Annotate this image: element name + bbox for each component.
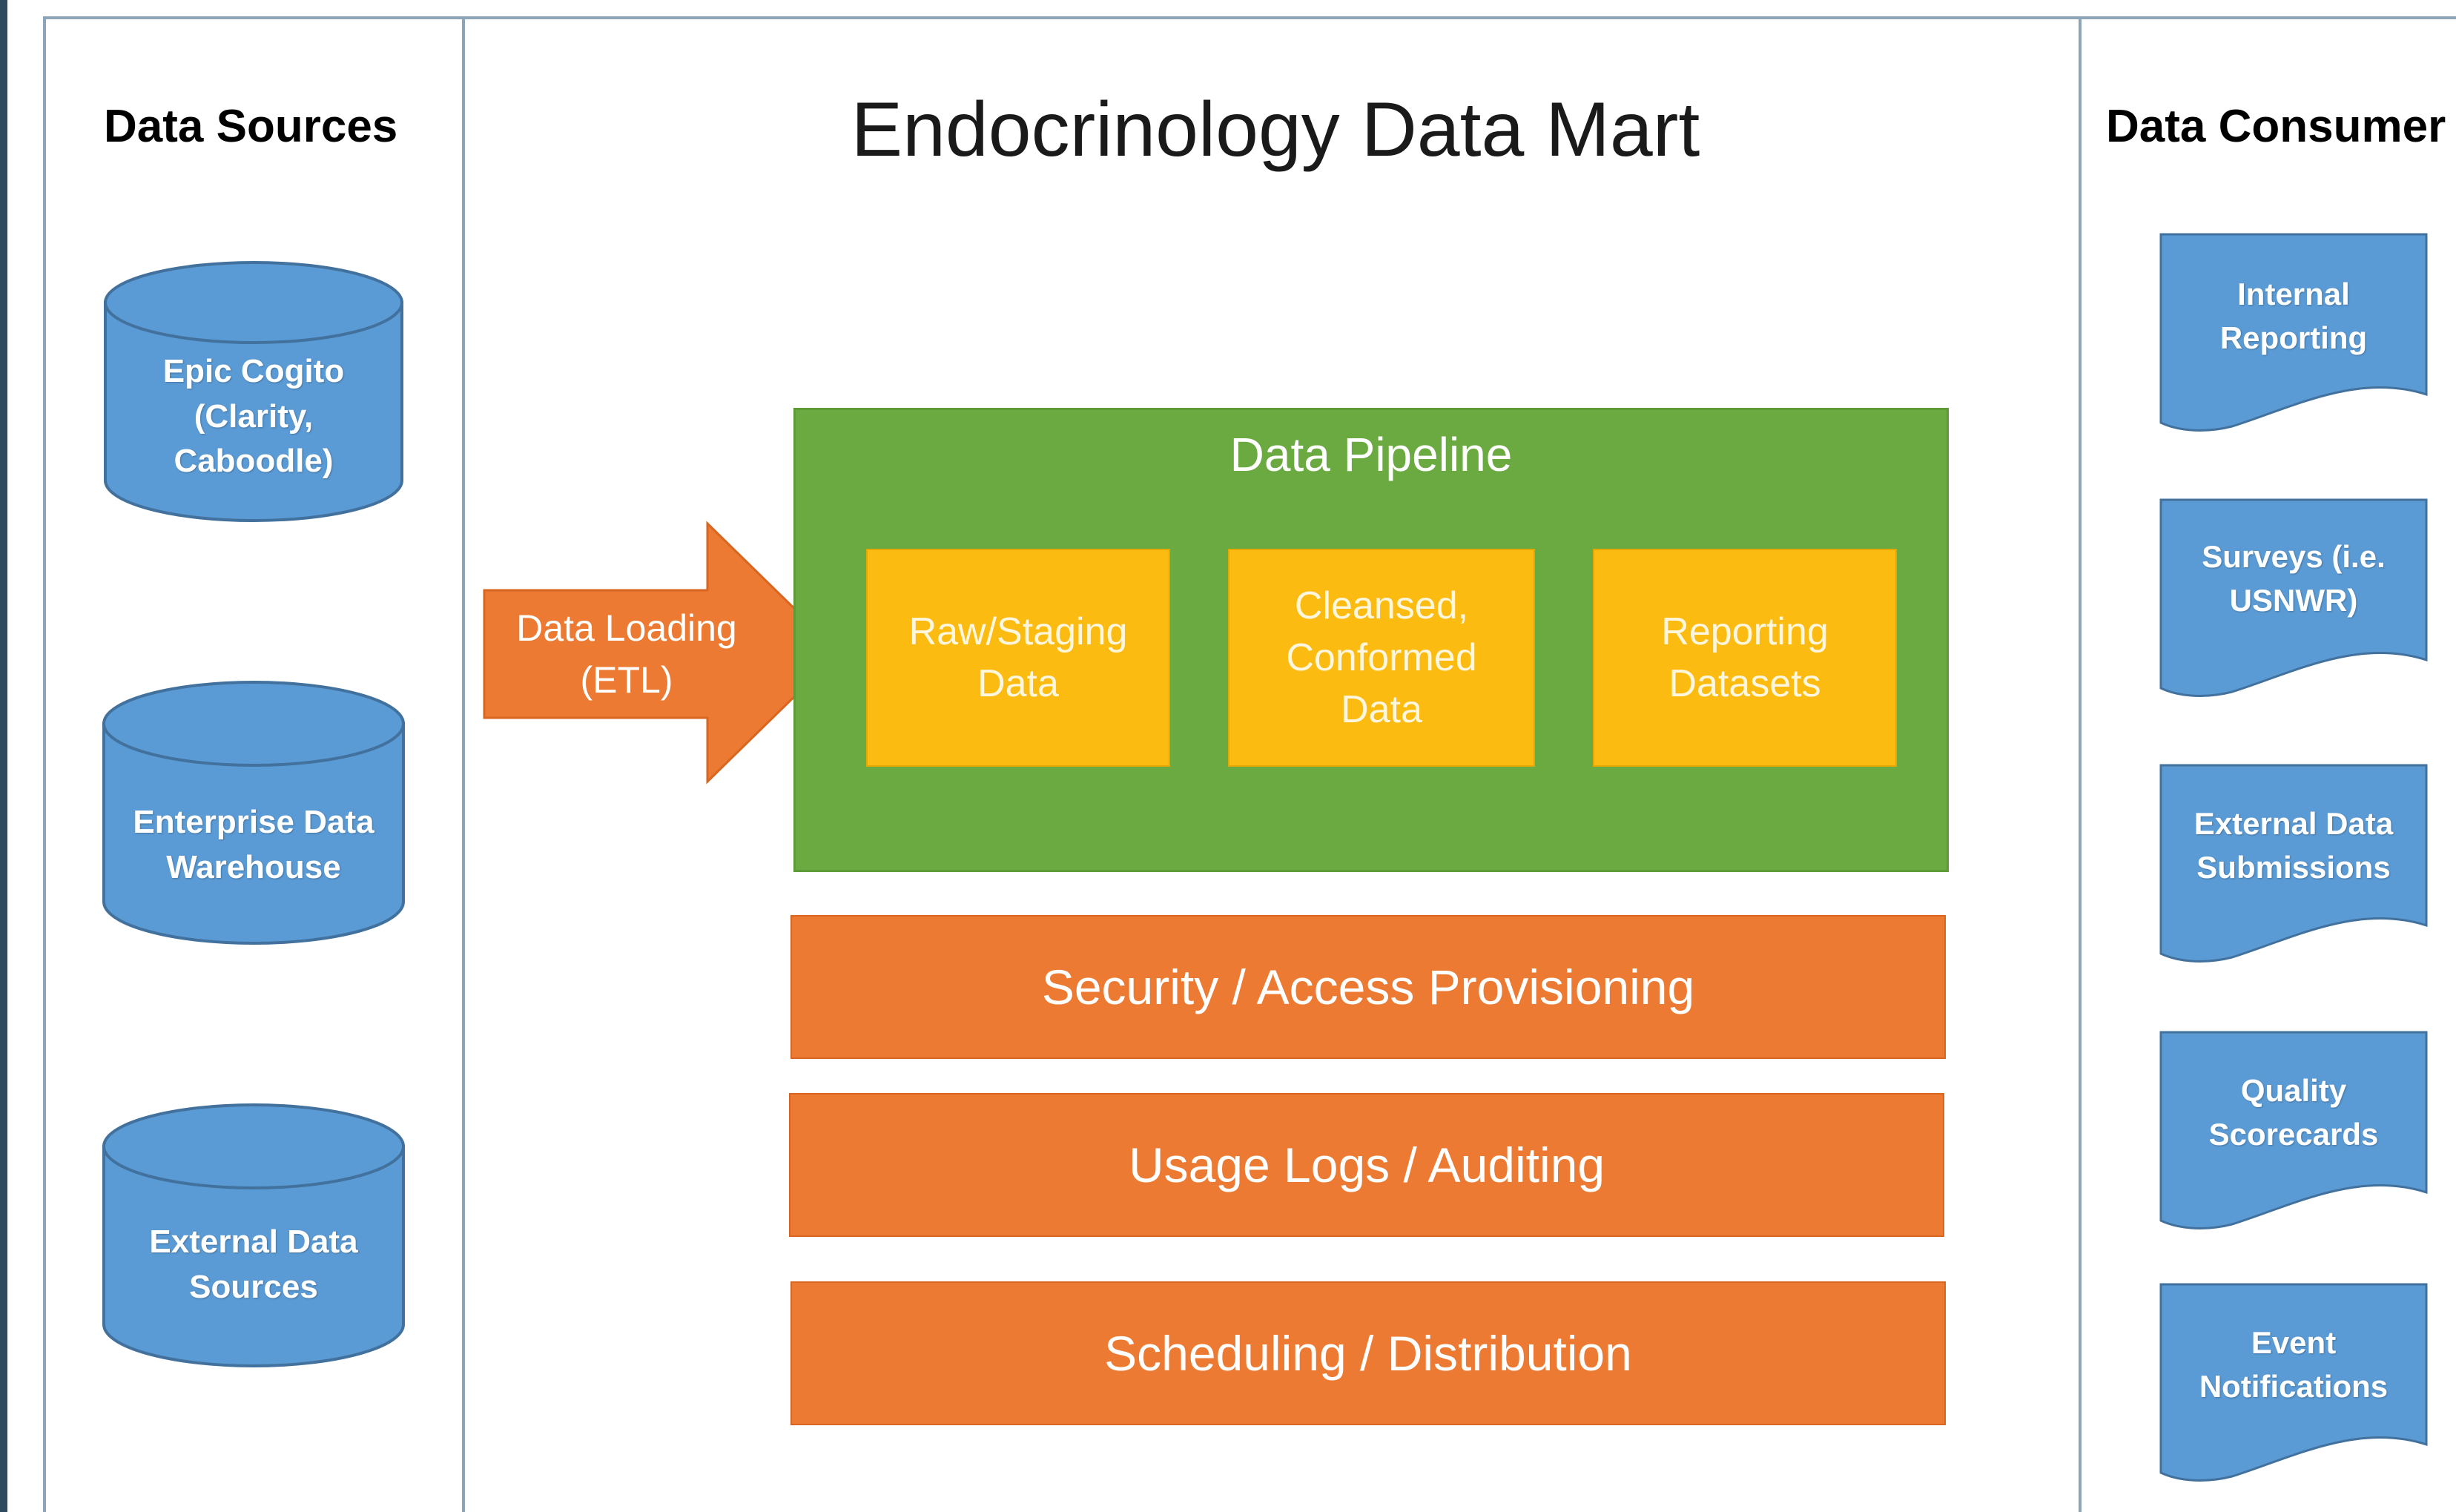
data-consumers-heading: Data Consumer: [2106, 100, 2446, 152]
document-shape-surveys: [2159, 498, 2428, 697]
divider-main-consumers: [2079, 16, 2082, 1512]
data-consumer-label: Event Notifications: [2199, 1325, 2389, 1404]
database-cylinder-epic: [104, 261, 403, 522]
document-shape-internal-reporting: [2159, 233, 2428, 432]
database-cylinder-external: [102, 1103, 405, 1367]
usage-logs-band: Usage Logs / Auditing: [789, 1093, 1944, 1237]
data-source-label: External Data Sources: [149, 1224, 358, 1305]
data-pipeline-title: Data Pipeline: [1229, 428, 1513, 481]
document-shape-quality-scorecards: [2159, 1031, 2428, 1229]
pipeline-stage-reporting: Reporting Datasets: [1593, 549, 1897, 767]
etl-label: Data Loading (ETL): [516, 607, 737, 701]
data-source-label: Enterprise Data Warehouse: [133, 804, 374, 885]
data-consumer-label: External Data Submissions: [2193, 806, 2394, 885]
document-shape-external-submissions: [2159, 764, 2428, 963]
data-sources-heading: Data Sources: [104, 100, 398, 152]
scheduling-distribution-band: Scheduling / Distribution: [790, 1281, 1946, 1425]
divider-sources-main: [462, 16, 465, 1512]
security-access-band: Security / Access Provisioning: [790, 915, 1946, 1059]
data-source-label: Epic Cogito (Clarity, Caboodle): [162, 352, 345, 480]
frame-left-line: [43, 16, 46, 1512]
pipeline-stage-cleansed: Cleansed, Conformed Data: [1228, 549, 1535, 767]
page-title: Endocrinology Data Mart: [851, 86, 1700, 173]
document-shape-event-notifications: [2159, 1283, 2428, 1482]
frame-top-line: [43, 16, 2456, 19]
data-consumer-label: Quality Scorecards: [2208, 1073, 2379, 1152]
etl-arrow: [483, 521, 842, 785]
data-consumer-label: Internal Reporting: [2219, 277, 2368, 355]
database-cylinder-edw: [102, 681, 405, 945]
data-consumer-label: Surveys (i.e. USNWR): [2202, 539, 2386, 618]
pipeline-stage-raw-staging: Raw/Staging Data: [866, 549, 1170, 767]
